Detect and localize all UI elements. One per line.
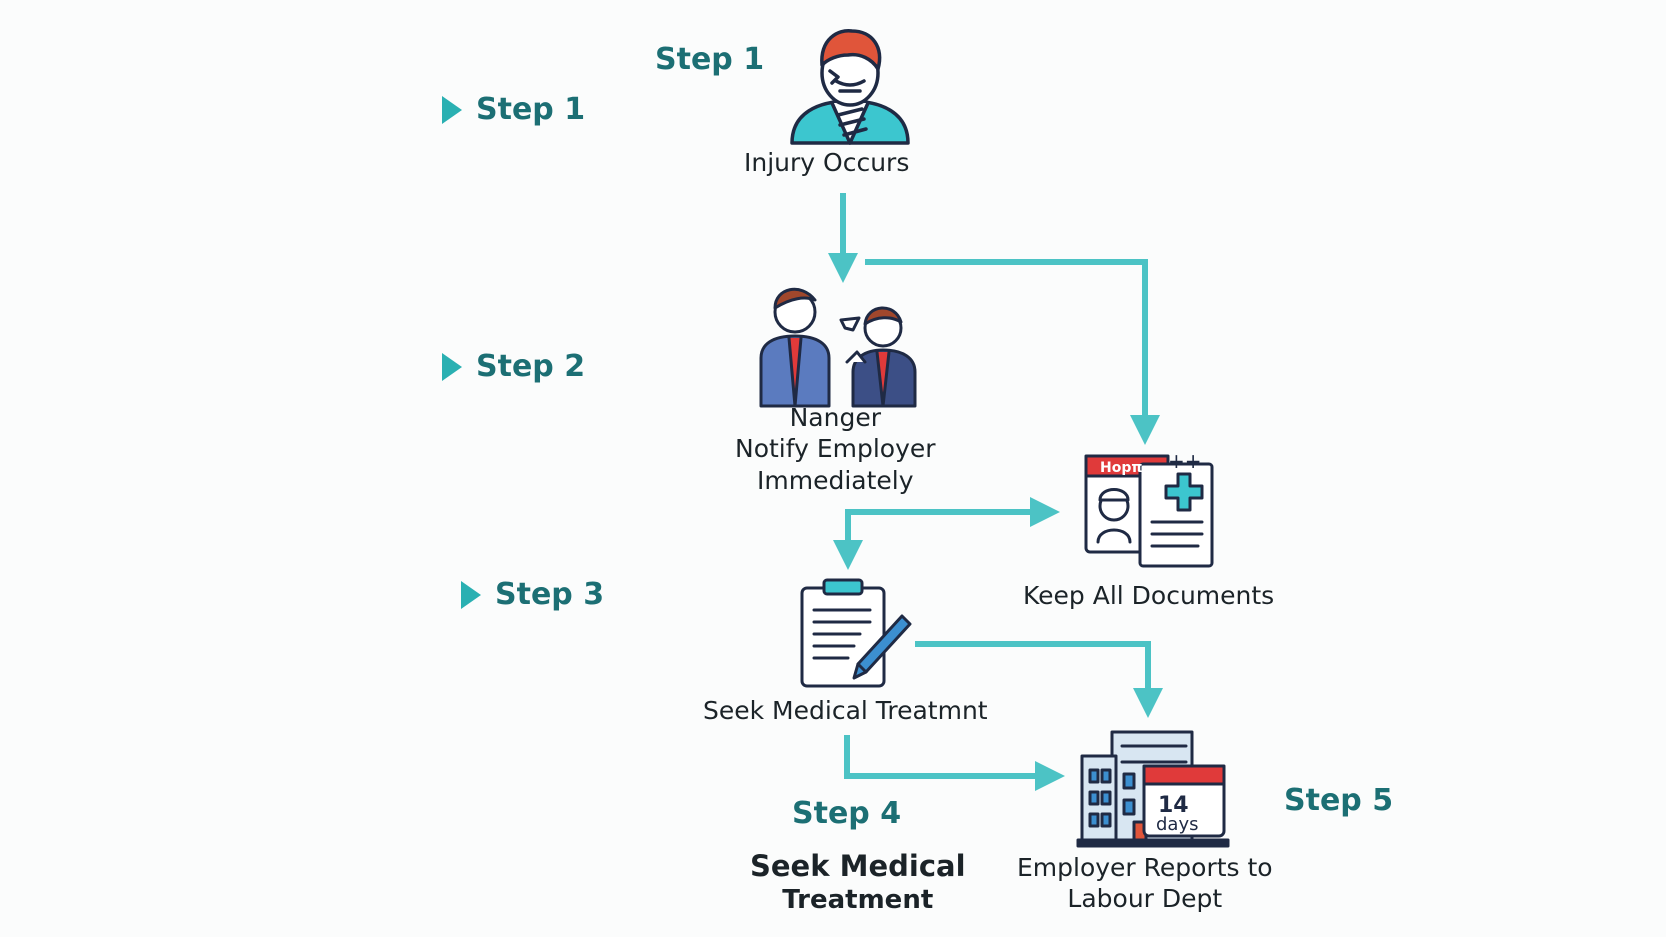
notify-label-line1: Nanger (789, 403, 881, 432)
step-marker-icon (461, 580, 481, 609)
step-marker-icon (442, 95, 462, 124)
documents-icon-text: Hopπ (1100, 460, 1142, 476)
step-label-text: Step 2 (476, 349, 586, 384)
arrow-injury-to-documents (865, 259, 1160, 445)
treatment-big-label: Seek Medical Treatment (750, 848, 966, 917)
step-label-3: Step 3 (461, 577, 604, 612)
arrow-treatment-to-reports (915, 641, 1163, 718)
calendar-number: 14 (1158, 793, 1189, 818)
step-label-2: Step 2 (442, 349, 585, 384)
step-label-top: Step 1 (655, 42, 764, 77)
step-label-text: Step 3 (495, 577, 605, 612)
reports-label-line1: Employer Reports to (1017, 853, 1273, 882)
notify-label-line2: Notify Employer (735, 434, 936, 464)
notify-label-line3: Immediately (757, 465, 914, 495)
calendar-unit: days (1156, 814, 1199, 835)
documents-label: Keep All Documents (1023, 581, 1275, 610)
two-people-talking-icon (759, 287, 917, 408)
step-label-4: Step 4 (792, 796, 901, 831)
step-label-text: Step 1 (476, 92, 586, 127)
clipboard-pen-icon (800, 578, 912, 688)
injury-label: Injury Occurs (744, 148, 910, 177)
treatment-label: Seek Medical Treatmnt (703, 696, 988, 725)
notify-label: Nanger Notify Employer Immediately (735, 402, 936, 496)
step-label-text: Step 1 (655, 42, 765, 77)
step-label-1: Step 1 (442, 92, 585, 127)
step-label-text: Step 5 (1284, 783, 1394, 818)
reports-label-line2: Labour Dept (1067, 884, 1223, 914)
documents-icon-plus: ++ (1168, 449, 1202, 473)
treatment-big-line2: Treatment (782, 885, 934, 916)
hospital-documents-icon: Hopπ ++ (1084, 449, 1214, 568)
reports-label: Employer Reports to Labour Dept (1017, 852, 1273, 915)
arrow-treatment-to-reports-lower (844, 735, 1065, 791)
step-marker-icon (442, 352, 462, 381)
treatment-big-line1: Seek Medical (750, 849, 966, 883)
step-label-text: Step 4 (792, 796, 902, 831)
government-building-calendar-icon: 14 days (1076, 730, 1230, 848)
injured-person-icon (790, 29, 910, 145)
step-label-5: Step 5 (1284, 783, 1393, 818)
